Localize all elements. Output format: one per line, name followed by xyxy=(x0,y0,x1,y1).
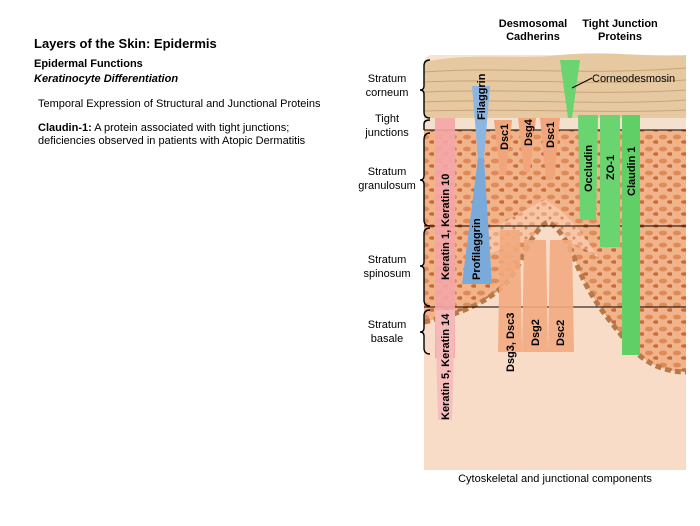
layer-label-corneum: Stratum corneum xyxy=(352,72,422,100)
label-zo1: ZO-1 xyxy=(605,155,617,180)
label-dsc2: Dsc2 xyxy=(555,320,567,346)
label-dsg2: Dsg2 xyxy=(530,319,542,346)
layer-label-line: Tight xyxy=(374,113,400,125)
claudin-description: Claudin-1: A protein associated with tig… xyxy=(38,122,338,148)
label-dsg3-dsc3: Dsg3, Dsc3 xyxy=(505,313,517,372)
profilaggrin-bar xyxy=(462,158,492,284)
corneodesmosin-pointer xyxy=(571,77,593,89)
dsc2-bar xyxy=(548,240,574,352)
stratum-corneum xyxy=(424,53,686,118)
label-claudin1: Claudin 1 xyxy=(626,146,638,196)
dsc1-left-bar xyxy=(494,120,512,175)
header-line: Tight Junction xyxy=(582,18,658,30)
header-line: Desmosomal xyxy=(498,18,568,30)
bracket-spinosum xyxy=(419,227,431,307)
label-dsg4: Dsg4 xyxy=(523,118,535,146)
tight-junction-proteins-header: Tight Junction Proteins xyxy=(570,18,670,44)
label-occludin: Occludin xyxy=(583,145,595,192)
keratin-5-14-bar xyxy=(435,310,455,420)
corneodesmosin-label: Corneodesmosin xyxy=(592,73,676,85)
label-keratin-1-10: Keratin 1, Keratin 10 xyxy=(440,174,452,280)
occludin-bar xyxy=(578,115,598,220)
bracket-tight xyxy=(423,119,431,130)
label-filaggrin: Filaggrin xyxy=(476,73,488,120)
layer-label-line: Stratum xyxy=(367,73,407,85)
page-title: Layers of the Skin: Epidermis xyxy=(34,36,217,51)
layer-label-basale: Stratum basale xyxy=(352,318,422,346)
desmosomal-cadherins-header: Desmosomal Cadherins xyxy=(478,18,588,44)
zo1-bar xyxy=(600,115,620,247)
section-heading: Epidermal Functions xyxy=(34,58,143,70)
diagram-caption: Cytoskeletal and junctional components xyxy=(458,473,652,485)
label-dsc1-left: Dsc1 xyxy=(499,124,511,150)
layer-label-granulosum: Stratum granulosum xyxy=(350,165,424,193)
claudin-term: Claudin-1: xyxy=(38,122,92,134)
dsg2-bar xyxy=(522,240,548,352)
layer-label-line: basale xyxy=(370,333,404,345)
keratinocyte-cells xyxy=(424,130,686,372)
dsg4-bar xyxy=(518,118,536,172)
dsc1-right-bar xyxy=(540,118,560,180)
label-profilaggrin: Profilaggrin xyxy=(471,218,483,280)
layer-label-line: spinosum xyxy=(363,268,411,280)
layer-label-line: granulosum xyxy=(358,180,416,192)
corneodesmosin-bar xyxy=(560,60,580,118)
bracket-granulosum xyxy=(419,132,431,227)
keratin-1-10-bar xyxy=(435,118,455,358)
bar-labels: Keratin 1, Keratin 10 Keratin 5, Keratin… xyxy=(440,73,638,420)
label-keratin-5-14: Keratin 5, Keratin 14 xyxy=(440,313,452,420)
section-subheading: Keratinocyte Differentiation xyxy=(34,73,179,85)
corneum-lines xyxy=(423,67,687,112)
layer-label-line: Stratum xyxy=(367,319,407,331)
claudin1-bar xyxy=(622,115,640,355)
layer-label-tight-junctions: Tight junctions xyxy=(352,112,422,140)
layer-label-line: Stratum xyxy=(367,254,407,266)
layer-label-spinosum: Stratum spinosum xyxy=(352,253,422,281)
bracket-corneum xyxy=(419,59,431,119)
layer-label-line: junctions xyxy=(365,127,409,139)
header-line: Proteins xyxy=(597,31,642,43)
bracket-basale xyxy=(419,309,431,355)
layer-label-line: corneum xyxy=(365,87,409,99)
header-line: Cadherins xyxy=(506,31,560,43)
dsg3-dsc3-bar xyxy=(498,230,522,352)
claudin-text: A protein associated with tight junction… xyxy=(38,122,306,147)
layer-label-line: Stratum xyxy=(367,166,407,178)
description-line: Temporal Expression of Structural and Ju… xyxy=(38,98,321,110)
label-dsc1-right: Dsc1 xyxy=(545,122,557,148)
layer-brackets xyxy=(419,59,431,355)
filaggrin-bar xyxy=(472,86,490,158)
